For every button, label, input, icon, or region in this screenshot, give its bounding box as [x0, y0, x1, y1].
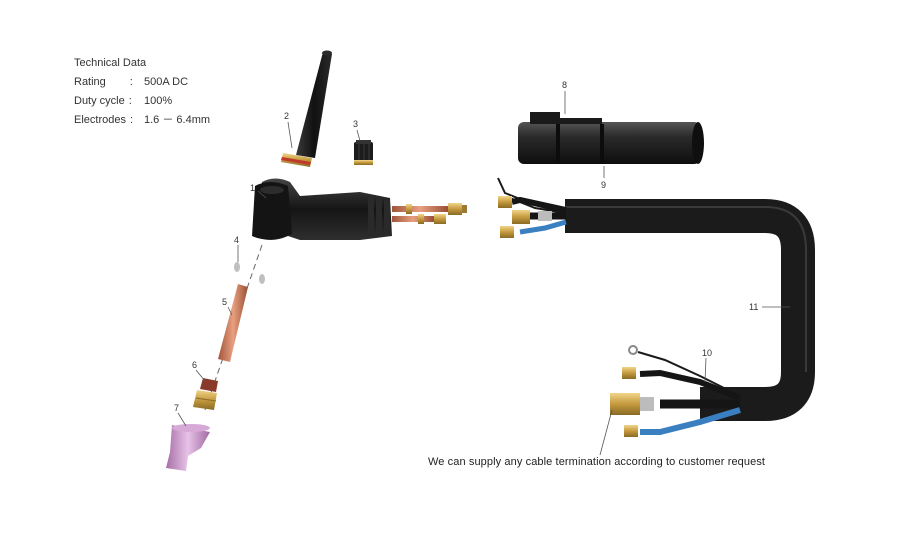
part-number-2: 2	[284, 111, 289, 121]
part-number-8: 8	[562, 80, 567, 90]
rating-label: Rating	[74, 76, 106, 88]
rating-sep: :	[129, 76, 133, 88]
collet	[218, 284, 248, 362]
main-hose	[565, 199, 815, 421]
torch-head	[252, 178, 392, 240]
duty-cycle-row: Duty cycle: 100%	[74, 92, 172, 111]
duty-cycle-label: Duty cycle	[74, 95, 125, 107]
collet-body	[193, 378, 218, 410]
part-number-11: 11	[749, 302, 758, 312]
cable-termination-caption: We can supply any cable termination acco…	[428, 456, 766, 468]
bottom-wires	[610, 345, 742, 437]
technical-data-title: Technical Data	[74, 57, 147, 69]
small-cap	[354, 140, 373, 165]
head-hoses	[392, 203, 467, 224]
gaskets	[234, 262, 265, 284]
part-number-1: 1	[250, 183, 255, 193]
rating-value: 500A DC	[144, 76, 189, 88]
duty-cycle-sep: :	[128, 95, 132, 107]
technical-data: Technical Data Rating: 500A DC Duty cycl…	[74, 54, 210, 130]
rating-row: Rating: 500A DC	[74, 73, 188, 92]
part-number-3: 3	[353, 119, 358, 129]
handle	[518, 112, 704, 164]
ceramic-nozzle	[166, 424, 210, 471]
leader-lines	[177, 91, 790, 456]
part-numbers: 1 2 3 4 5 6 7 8 9 10 11	[174, 80, 758, 413]
top-wires	[497, 177, 567, 238]
electrodes-sep: :	[129, 114, 134, 126]
part-number-5: 5	[222, 297, 227, 307]
part-number-9: 9	[601, 180, 606, 190]
back-cap	[281, 50, 332, 167]
duty-cycle-value: 100%	[144, 95, 173, 107]
part-number-10: 10	[702, 348, 712, 358]
part-number-7: 7	[174, 403, 179, 413]
electrodes-row: Electrodes: 1.6 － 6.4mm	[74, 111, 210, 130]
electrodes-value: 1.6 － 6.4mm	[144, 114, 211, 126]
electrodes-label: Electrodes	[74, 114, 126, 126]
part-number-4: 4	[234, 235, 239, 245]
part-number-6: 6	[192, 360, 197, 370]
